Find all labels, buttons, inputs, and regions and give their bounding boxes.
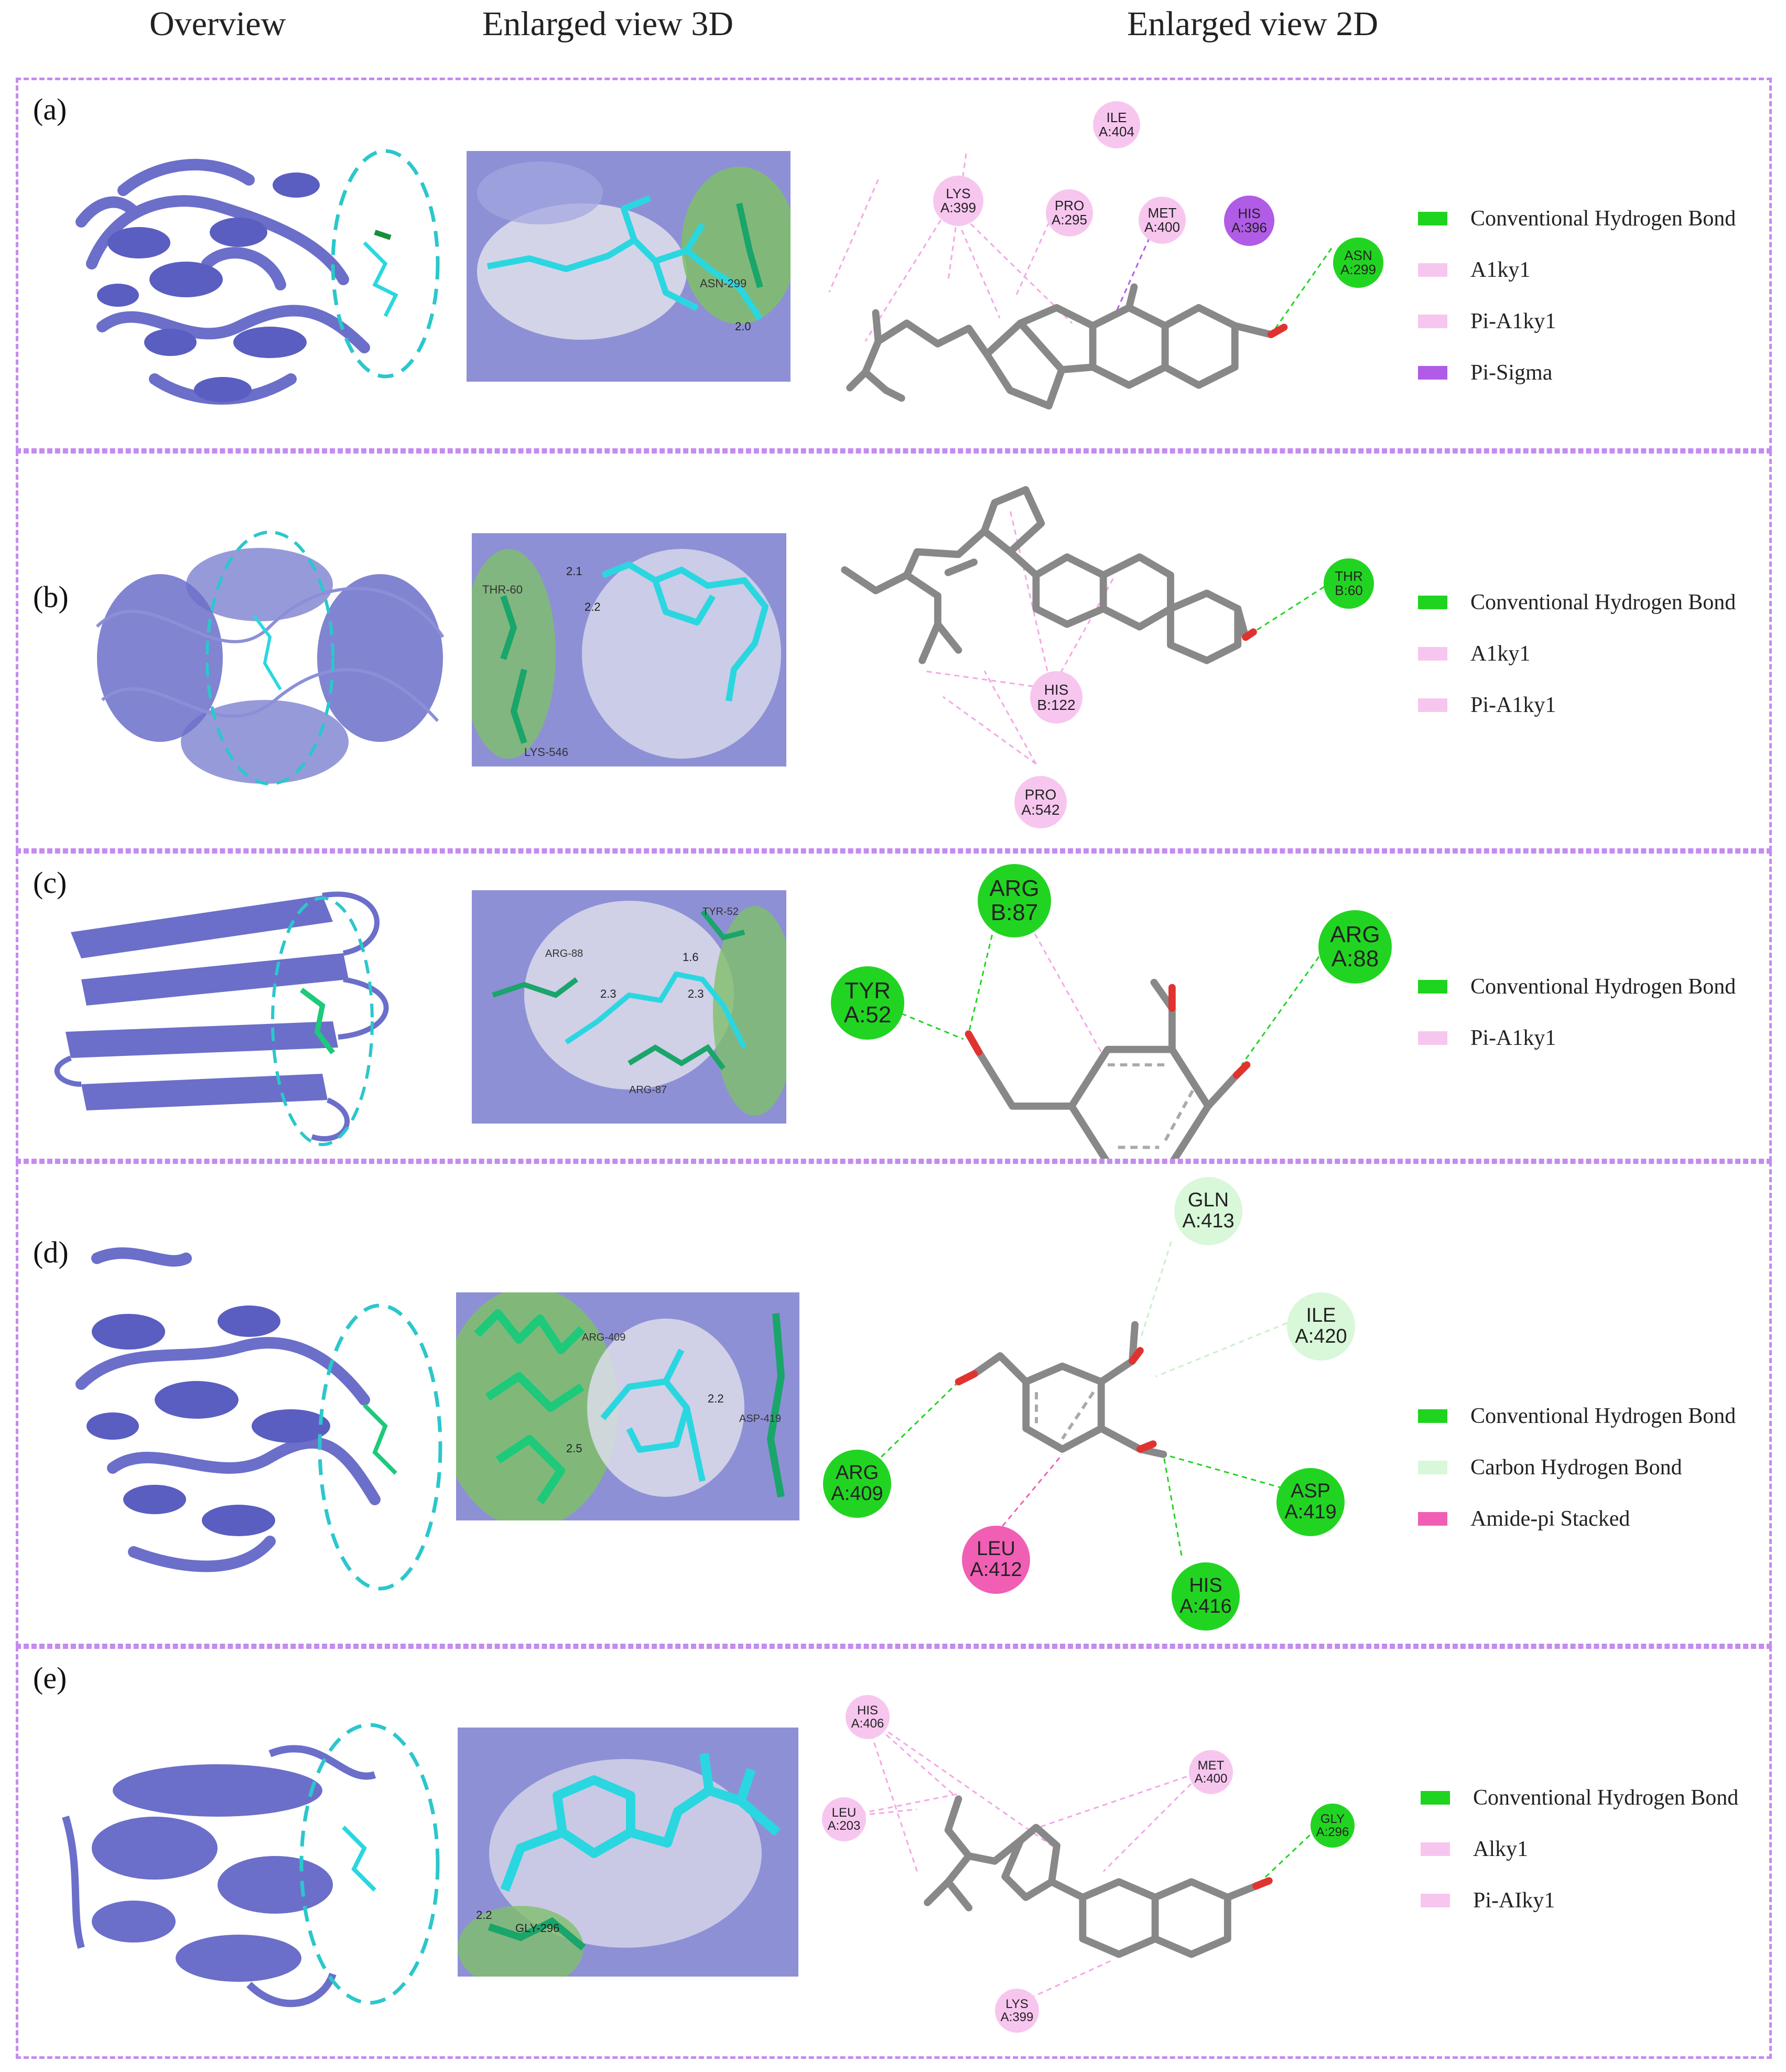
enlarged-3d-view: TYR-52 ARG-88 ARG-87 1.6 2.3 2.3 — [472, 890, 786, 1124]
enlarged-3d-view: ARG-409 ASP-419 2.2 2.5 — [456, 1292, 799, 1520]
legend-item-pi-sigma: Pi-Sigma — [1418, 347, 1736, 398]
legend-item-carbon: Carbon Hydrogen Bond — [1418, 1442, 1736, 1493]
panel-d: (d) — [16, 1161, 1772, 1646]
distance-label: 2.2 — [584, 600, 601, 613]
legend-item-conventional: Conventional Hydrogen Bond — [1421, 1772, 1738, 1823]
legend-item-pi-alkyl: Pi-A1ky1 — [1418, 679, 1736, 731]
distance-label: 2.1 — [566, 565, 582, 578]
distance-label: 2.2 — [708, 1392, 724, 1405]
distance-label: 1.6 — [683, 951, 699, 964]
panel-label: (a) — [33, 92, 67, 126]
distance-label: 2.5 — [566, 1442, 582, 1455]
residue-label-3d: ARG-409 — [582, 1332, 626, 1343]
legend: Conventional Hydrogen Bond A1ky1 Pi-A1ky… — [1418, 577, 1736, 731]
legend: Conventional Hydrogen Bond Carbon Hydrog… — [1418, 1390, 1736, 1545]
header-enlarged-2d: Enlarged view 2D — [1127, 5, 1378, 43]
residue-label-3d: ASP-419 — [739, 1413, 782, 1424]
protein-overview — [50, 106, 448, 442]
residue-label-3d: ARG-88 — [545, 948, 583, 959]
legend-item-conventional: Conventional Hydrogen Bond — [1418, 961, 1736, 1012]
header-enlarged-3d: Enlarged view 3D — [482, 5, 733, 43]
panel-label: (d) — [33, 1235, 69, 1269]
panel-label: (b) — [33, 580, 69, 614]
legend-item-conventional: Conventional Hydrogen Bond — [1418, 193, 1736, 244]
legend: Conventional Hydrogen Bond Alky1 Pi-AIky… — [1421, 1772, 1738, 1926]
enlarged-3d-view: GLY-296 2.2 — [458, 1728, 798, 1977]
panel-label: (e) — [33, 1661, 67, 1695]
legend-item-alkyl: Alky1 — [1421, 1823, 1738, 1875]
panel-b: (b) THR-6 — [16, 451, 1772, 851]
legend-item-conventional: Conventional Hydrogen Bond — [1418, 577, 1736, 628]
panel-e: (e) — [16, 1646, 1772, 2059]
residue-label-3d: ASN-299 — [700, 277, 747, 290]
legend-item-pi-alkyl: Pi-A1ky1 — [1418, 1012, 1736, 1064]
legend-item-alkyl: A1ky1 — [1418, 628, 1736, 679]
panel-label: (c) — [33, 866, 67, 900]
residue-label-3d: GLY-296 — [515, 1922, 560, 1935]
residue-label-3d: TYR-52 — [702, 906, 739, 918]
panel-a: (a) — [16, 78, 1772, 451]
distance-label: 2.2 — [476, 1908, 492, 1922]
residue-label-3d: THR-60 — [482, 583, 523, 596]
residue-label-3d: ARG-87 — [629, 1084, 667, 1096]
legend-item-conventional: Conventional Hydrogen Bond — [1418, 1390, 1736, 1442]
legend-item-pi-alkyl: Pi-AIky1 — [1421, 1875, 1738, 1926]
protein-overview — [86, 522, 453, 794]
protein-overview — [50, 864, 417, 1158]
protein-overview — [50, 1712, 459, 2026]
legend-item-amide: Amide-pi Stacked — [1418, 1493, 1736, 1545]
distance-label: 2.3 — [600, 987, 616, 1000]
enlarged-3d-view: ASN-299 2.0 — [467, 151, 791, 382]
legend: Conventional Hydrogen Bond Pi-A1ky1 — [1418, 961, 1736, 1064]
distance-label: 2.0 — [735, 320, 751, 333]
legend-item-pi-alkyl: Pi-A1ky1 — [1418, 296, 1736, 347]
residue-label-3d: LYS-546 — [524, 746, 568, 759]
panel-c: (c) — [16, 851, 1772, 1161]
legend: Conventional Hydrogen Bond A1ky1 Pi-A1ky… — [1418, 193, 1736, 398]
distance-label: 2.3 — [688, 987, 704, 1000]
legend-item-alkyl: A1ky1 — [1418, 244, 1736, 296]
enlarged-3d-view: THR-60 LYS-546 2.1 2.2 — [472, 533, 786, 767]
header-overview: Overview — [149, 5, 286, 43]
protein-overview — [50, 1227, 459, 1604]
